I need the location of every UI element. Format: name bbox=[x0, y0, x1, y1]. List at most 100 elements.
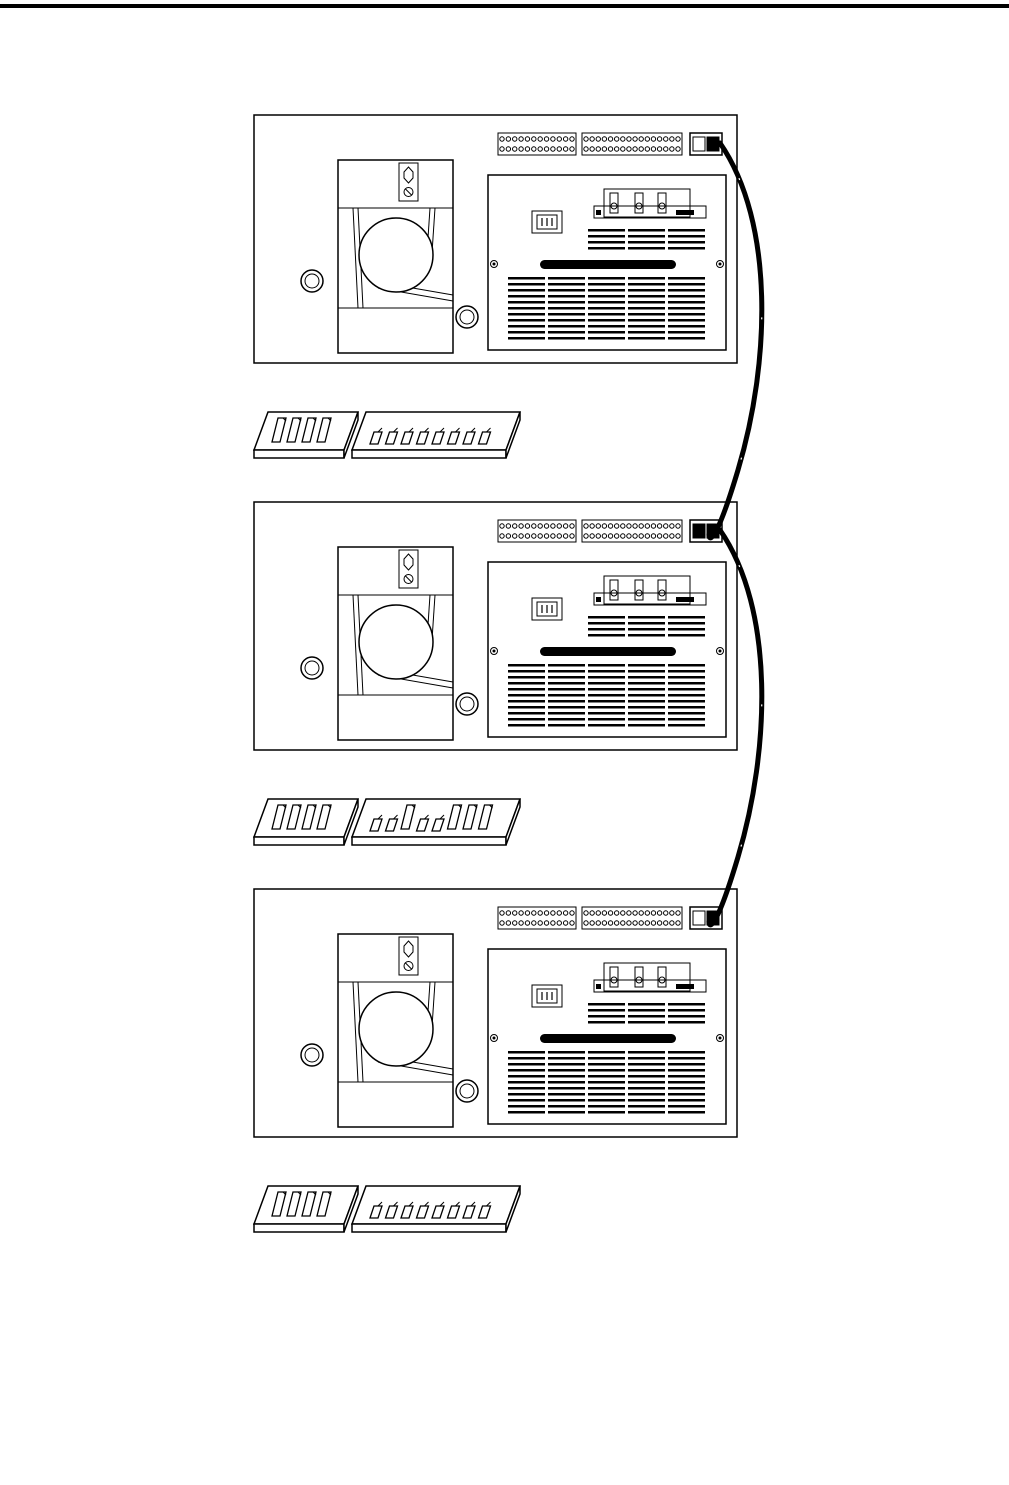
vent-slot bbox=[628, 247, 665, 250]
vent-slot bbox=[548, 1057, 585, 1060]
vent-slot bbox=[628, 319, 665, 322]
vent-slot bbox=[548, 319, 585, 322]
vent-slot bbox=[668, 289, 705, 292]
vent-slot bbox=[668, 235, 705, 238]
switch-body-front bbox=[254, 1224, 344, 1232]
port-socket bbox=[693, 524, 705, 538]
vent-slot bbox=[508, 688, 545, 691]
vent-slot bbox=[548, 295, 585, 298]
vent-slot bbox=[588, 1075, 625, 1078]
vent-slot bbox=[628, 277, 665, 280]
vent-slot bbox=[588, 718, 625, 721]
vent-slot bbox=[508, 700, 545, 703]
vent-slot bbox=[548, 1075, 585, 1078]
vent-slot bbox=[508, 307, 545, 310]
vent-slot bbox=[668, 307, 705, 310]
block-marker bbox=[676, 210, 694, 215]
vent-slot bbox=[548, 706, 585, 709]
vent-slot bbox=[668, 1057, 705, 1060]
vent-slot bbox=[628, 307, 665, 310]
vent-slot bbox=[548, 712, 585, 715]
dip-switch-small bbox=[254, 799, 358, 845]
unit-1 bbox=[254, 115, 737, 458]
vent-slot bbox=[668, 1021, 705, 1024]
block-marker bbox=[596, 210, 601, 215]
vent-slot bbox=[548, 331, 585, 334]
vent-slot bbox=[548, 724, 585, 727]
vent-slot bbox=[588, 1057, 625, 1060]
vent-slot bbox=[508, 1099, 545, 1102]
vent-slot bbox=[508, 295, 545, 298]
vent-slot bbox=[588, 1051, 625, 1054]
vent-slot bbox=[548, 1093, 585, 1096]
vent-slot bbox=[628, 1099, 665, 1102]
vent-slot bbox=[548, 1087, 585, 1090]
vent-slot bbox=[548, 664, 585, 667]
vent-slot bbox=[628, 313, 665, 316]
vent-slot bbox=[548, 688, 585, 691]
vent-slot bbox=[668, 1069, 705, 1072]
vent-slot bbox=[508, 337, 545, 340]
vent-slot bbox=[668, 313, 705, 316]
mount-screw-center bbox=[493, 263, 496, 266]
vent-slot bbox=[508, 319, 545, 322]
vent-slot bbox=[548, 700, 585, 703]
vent-slot bbox=[628, 1057, 665, 1060]
vent-slot bbox=[628, 664, 665, 667]
vent-slot bbox=[508, 694, 545, 697]
vent-slot bbox=[588, 313, 625, 316]
vent-slot bbox=[668, 634, 705, 637]
vent-slot bbox=[588, 331, 625, 334]
vent-slot bbox=[508, 277, 545, 280]
vent-slot bbox=[588, 1105, 625, 1108]
vent-slot bbox=[508, 724, 545, 727]
switch-body-front bbox=[352, 837, 506, 845]
vent-slot bbox=[588, 301, 625, 304]
vent-slot bbox=[588, 229, 625, 232]
vent-slot bbox=[628, 634, 665, 637]
vent-slot bbox=[628, 1111, 665, 1114]
vent-slot bbox=[628, 628, 665, 631]
vent-slot bbox=[628, 1021, 665, 1024]
dip-switch-large bbox=[352, 1186, 520, 1232]
vent-slot bbox=[628, 289, 665, 292]
vent-slot bbox=[668, 229, 705, 232]
vent-slot bbox=[668, 1099, 705, 1102]
vent-slot bbox=[548, 301, 585, 304]
vent-slot bbox=[508, 682, 545, 685]
switch-body-front bbox=[352, 450, 506, 458]
vent-slot bbox=[628, 1015, 665, 1018]
vent-slot bbox=[548, 307, 585, 310]
vent-slot bbox=[508, 1111, 545, 1114]
vent-slot bbox=[628, 1075, 665, 1078]
vent-slot bbox=[668, 301, 705, 304]
switch-body-front bbox=[254, 837, 344, 845]
vent-slot bbox=[508, 1057, 545, 1060]
vent-slot bbox=[628, 706, 665, 709]
vent-slot bbox=[668, 283, 705, 286]
vent-slot bbox=[548, 682, 585, 685]
vent-slot bbox=[668, 1111, 705, 1114]
block-marker bbox=[596, 984, 601, 989]
vent-slot bbox=[588, 706, 625, 709]
vent-slot bbox=[548, 718, 585, 721]
vent-slot bbox=[628, 1063, 665, 1066]
vent-slot bbox=[588, 676, 625, 679]
vent-slot bbox=[628, 682, 665, 685]
vent-slot bbox=[588, 295, 625, 298]
vent-slot bbox=[668, 1081, 705, 1084]
vent-slot bbox=[588, 307, 625, 310]
vent-slot bbox=[588, 664, 625, 667]
vent-slot bbox=[508, 331, 545, 334]
vent-slot bbox=[508, 670, 545, 673]
vent-slot bbox=[628, 241, 665, 244]
vent-slot bbox=[588, 235, 625, 238]
vent-slot bbox=[668, 664, 705, 667]
vent-slot bbox=[548, 277, 585, 280]
vent-slot bbox=[508, 1093, 545, 1096]
vent-slot bbox=[508, 289, 545, 292]
vent-slot bbox=[588, 724, 625, 727]
vent-slot bbox=[628, 712, 665, 715]
vent-slot bbox=[628, 295, 665, 298]
dip-switch-small bbox=[254, 412, 358, 458]
